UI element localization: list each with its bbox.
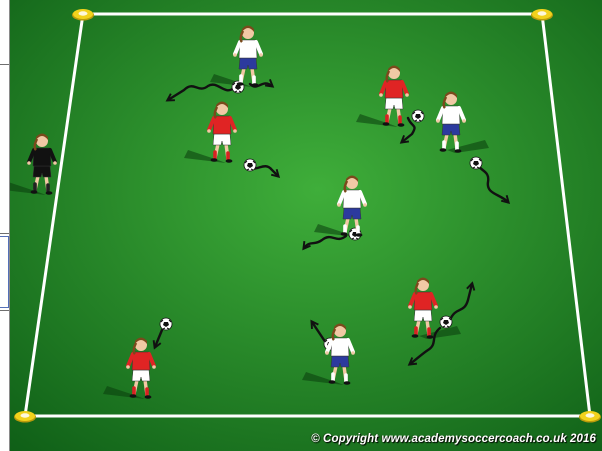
soccer-ball [412, 110, 424, 122]
margin-box [0, 236, 9, 308]
drill-diagram: © Copyright www.academysoccercoach.co.uk… [10, 0, 602, 451]
soccer-ball [440, 316, 452, 328]
soccer-ball [160, 318, 172, 330]
margin-rule [0, 64, 9, 65]
copyright-notice: © Copyright www.academysoccercoach.co.uk… [311, 433, 596, 445]
margin-rule [0, 233, 9, 234]
adjacent-page-margin [0, 0, 10, 451]
grass-field [10, 0, 602, 451]
pitch-canvas [10, 0, 602, 451]
soccer-ball [244, 159, 256, 171]
margin-rule [0, 310, 9, 311]
soccer-ball [470, 157, 482, 169]
